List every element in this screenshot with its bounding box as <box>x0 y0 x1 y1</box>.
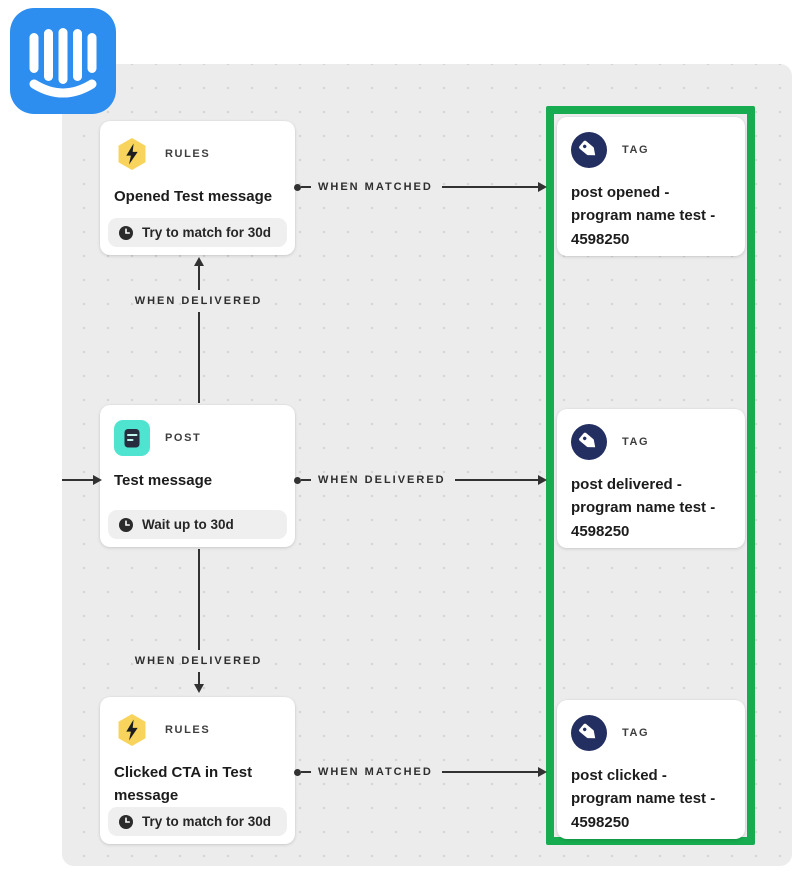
clock-icon <box>119 814 133 829</box>
node-type-label: RULES <box>165 148 211 160</box>
node-title: post opened - program name test - 459825… <box>571 184 716 248</box>
tag-icon <box>571 132 607 168</box>
edge-when-delivered-down: WHEN DELIVERED <box>130 549 267 693</box>
node-type-label: RULES <box>165 724 211 736</box>
edge-when-delivered-middle: WHEN DELIVERED <box>294 471 547 489</box>
rules-lightning-icon <box>118 138 146 170</box>
match-window-pill: Try to match for 30d <box>108 218 287 247</box>
node-tag-post-opened[interactable]: TAG post opened - program name test - 45… <box>557 117 745 256</box>
edge-when-matched-bottom: WHEN MATCHED <box>294 763 547 781</box>
edge-label: WHEN MATCHED <box>318 766 433 778</box>
edge-when-matched-top: WHEN MATCHED <box>294 178 547 196</box>
match-window-text: Try to match for 30d <box>142 814 272 829</box>
wait-window-pill: Wait up to 30d <box>108 510 287 539</box>
clock-icon <box>119 517 133 532</box>
clock-icon <box>119 225 133 240</box>
edge-label: WHEN MATCHED <box>318 181 433 193</box>
node-title: post delivered - program name test - 459… <box>571 476 716 540</box>
node-type-label: TAG <box>622 144 650 156</box>
node-tag-post-clicked[interactable]: TAG post clicked - program name test - 4… <box>557 700 745 839</box>
tag-icon <box>571 424 607 460</box>
post-document-icon <box>114 420 150 456</box>
arrow-right-icon <box>93 475 102 485</box>
arrow-down-icon <box>193 684 204 693</box>
edge-entry-arrow <box>62 472 102 488</box>
edge-label: WHEN DELIVERED <box>318 474 446 486</box>
node-post-test-message[interactable]: POST Test message Wait up to 30d <box>100 405 295 547</box>
edge-label: WHEN DELIVERED <box>134 655 263 667</box>
node-type-label: POST <box>165 432 202 444</box>
arrow-right-icon <box>538 182 547 192</box>
arrow-right-icon <box>538 475 547 485</box>
tag-icon <box>571 715 607 751</box>
arrow-right-icon <box>538 767 547 777</box>
edge-origin-dot <box>294 183 301 191</box>
edge-origin-dot <box>294 476 301 484</box>
node-type-label: TAG <box>622 436 650 448</box>
node-title: Test message <box>114 472 213 489</box>
node-type-label: TAG <box>622 727 650 739</box>
node-title: post clicked - program name test - 45982… <box>571 767 716 831</box>
edge-origin-dot <box>294 768 301 776</box>
arrow-up-icon <box>193 257 204 266</box>
match-window-pill: Try to match for 30d <box>108 807 287 836</box>
wait-window-text: Wait up to 30d <box>142 517 234 532</box>
rules-lightning-icon <box>118 714 146 746</box>
node-rules-opened[interactable]: RULES Opened Test message Try to match f… <box>100 121 295 255</box>
match-window-text: Try to match for 30d <box>142 225 272 240</box>
edge-when-delivered-up: WHEN DELIVERED <box>130 257 267 403</box>
node-title: Opened Test message <box>114 188 273 205</box>
intercom-logo-icon <box>10 8 116 114</box>
node-title: Clicked CTA in Test message <box>114 764 253 805</box>
node-rules-clicked[interactable]: RULES Clicked CTA in Test message Try to… <box>100 697 295 844</box>
node-tag-post-delivered[interactable]: TAG post delivered - program name test -… <box>557 409 745 548</box>
edge-label: WHEN DELIVERED <box>134 295 263 307</box>
